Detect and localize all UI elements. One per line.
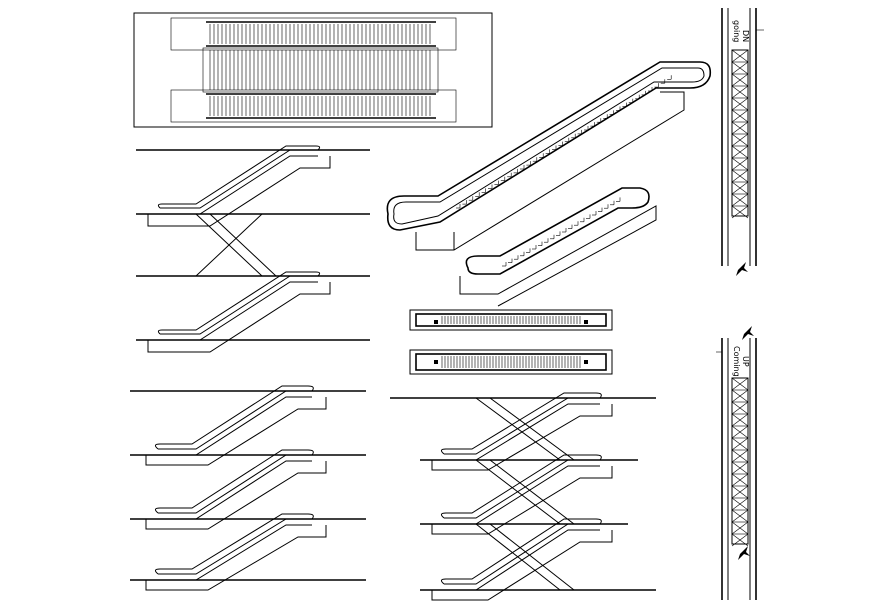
strip-treads-1 bbox=[441, 316, 581, 324]
up-label: UP bbox=[741, 356, 750, 367]
criss-cross-flights bbox=[431, 392, 613, 601]
section-three-parallel-flights bbox=[130, 385, 366, 591]
dn-label: DN bbox=[741, 30, 750, 42]
down-truss bbox=[731, 49, 749, 219]
plan-treads-bot bbox=[209, 96, 431, 116]
walking-person-icon bbox=[738, 546, 750, 560]
going-label: going bbox=[732, 20, 741, 42]
iso-steps-lower bbox=[502, 197, 621, 267]
plan-view-double-escalator bbox=[133, 12, 493, 128]
escalator-3d-view bbox=[386, 61, 712, 307]
walking-person-icon bbox=[742, 326, 754, 340]
up-truss bbox=[731, 377, 749, 547]
parallel-flights bbox=[145, 385, 327, 591]
plan-going-down: going DN bbox=[721, 8, 764, 276]
section-two-flights bbox=[136, 145, 370, 353]
plan-treads-mid bbox=[209, 50, 431, 90]
iso-steps-upper bbox=[456, 75, 672, 209]
walking-person-icon bbox=[736, 262, 748, 276]
plan-strips bbox=[409, 309, 613, 375]
plan-treads-top bbox=[209, 24, 431, 44]
section-criss-cross bbox=[390, 392, 656, 601]
coming-label: Coming bbox=[732, 346, 741, 377]
strip-treads-2 bbox=[441, 356, 581, 368]
plan-coming-up: Coming UP bbox=[716, 326, 757, 600]
